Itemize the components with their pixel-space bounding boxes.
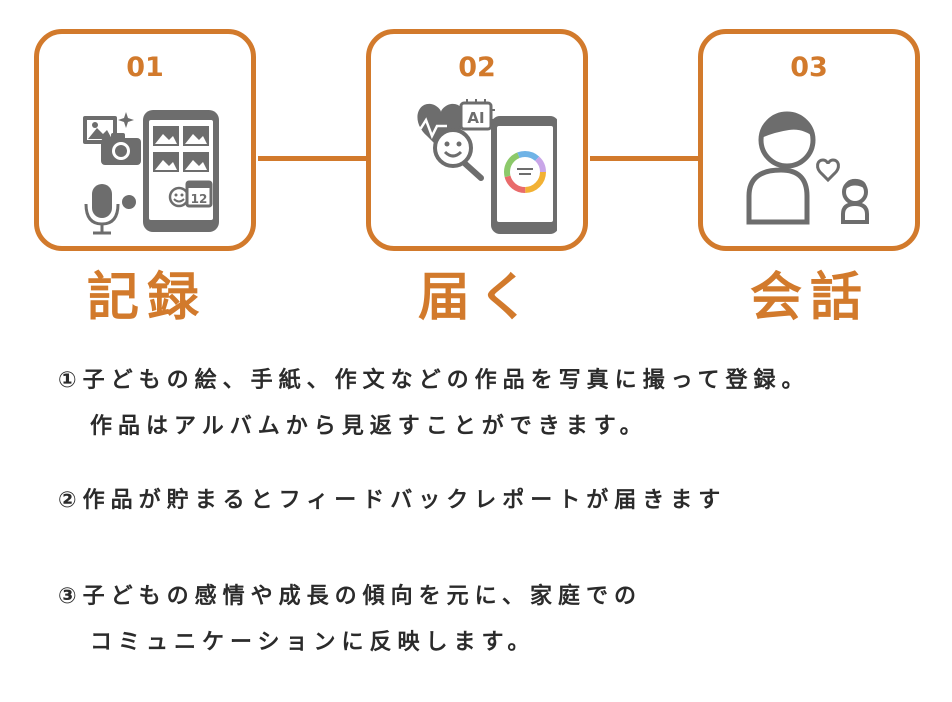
description-3: ③子どもの感情や成長の傾向を元に、家庭での コミュニケーションに反映します。 bbox=[58, 574, 642, 666]
connector-line-2-3 bbox=[590, 156, 698, 161]
ai-report-smartphone-icon: AI bbox=[409, 99, 557, 234]
description-text: 子どもの感情や成長の傾向を元に、家庭での bbox=[82, 584, 642, 609]
svg-text:AI: AI bbox=[467, 109, 484, 127]
step-title-conversation: 会話 bbox=[749, 268, 870, 328]
parent-child-conversation-icon bbox=[746, 111, 869, 225]
description-1: ①子どもの絵、手紙、作文などの作品を写真に撮って登録。 作品はアルバムから見返す… bbox=[58, 358, 810, 450]
step-card-receive: 02 AI bbox=[366, 29, 588, 251]
svg-text:12: 12 bbox=[191, 192, 208, 206]
description-2: ②作品が貯まるとフィードバックレポートが届きます bbox=[58, 478, 726, 524]
step-card-record: 01 bbox=[34, 29, 256, 251]
description-line: ③子どもの感情や成長の傾向を元に、家庭での bbox=[58, 574, 642, 620]
step-number: 03 bbox=[790, 52, 828, 83]
step-number: 01 bbox=[126, 52, 164, 83]
description-line: 作品はアルバムから見返すことができます。 bbox=[90, 414, 648, 439]
connector-line-1-2 bbox=[258, 156, 366, 161]
record-smartphone-photo-mic-icon: 12 bbox=[83, 110, 219, 235]
number-marker: ③ bbox=[58, 584, 83, 609]
step-title-record: 記録 bbox=[86, 268, 207, 328]
description-line: ①子どもの絵、手紙、作文などの作品を写真に撮って登録。 bbox=[58, 358, 810, 404]
number-marker: ① bbox=[58, 368, 83, 393]
description-text: 子どもの絵、手紙、作文などの作品を写真に撮って登録。 bbox=[82, 368, 810, 393]
step-card-conversation: 03 bbox=[698, 29, 920, 251]
description-line: ②作品が貯まるとフィードバックレポートが届きます bbox=[58, 478, 726, 524]
description-text: 作品が貯まるとフィードバックレポートが届きます bbox=[82, 488, 727, 513]
description-line: コミュニケーションに反映します。 bbox=[90, 630, 536, 655]
step-number: 02 bbox=[458, 52, 496, 83]
number-marker: ② bbox=[58, 488, 83, 513]
step-title-receive: 届く bbox=[417, 268, 538, 328]
